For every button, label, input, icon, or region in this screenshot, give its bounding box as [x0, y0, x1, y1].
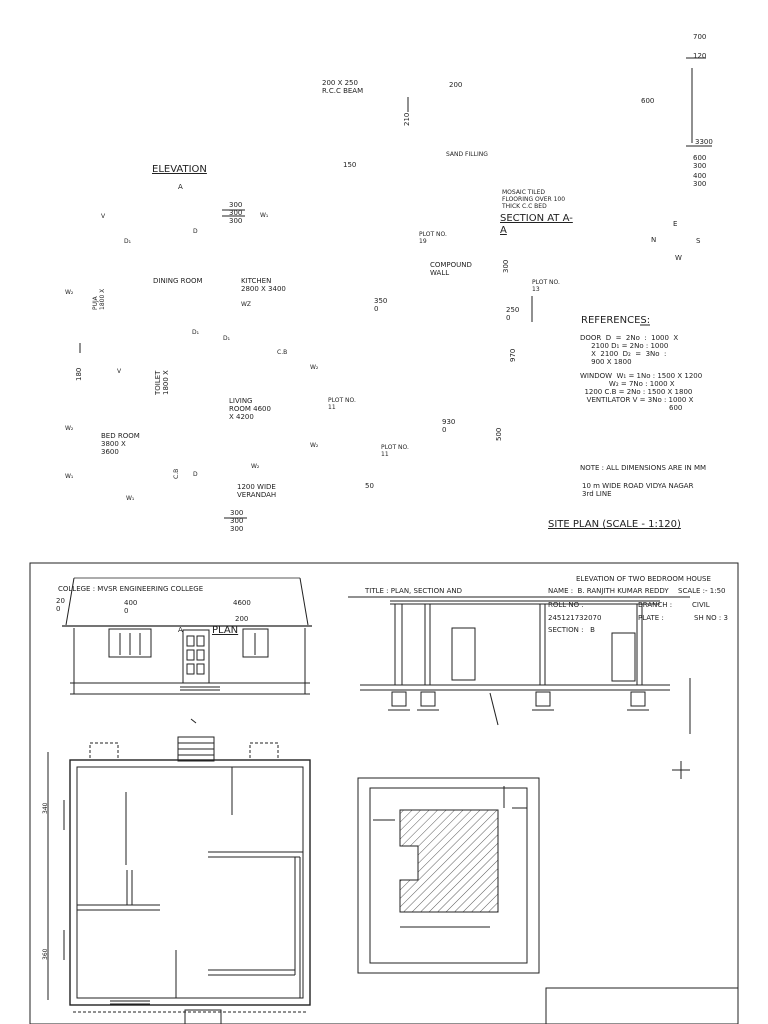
dim-400-300: 400 300 [693, 172, 707, 189]
compound-wall-label: COMPOUND WALL [430, 261, 472, 278]
door-d1-label-3: D₁ [223, 335, 231, 342]
window-w1-label: W₁ [260, 212, 269, 219]
dim-120: 120 [693, 52, 707, 60]
dim-300-vertical: 300 [502, 259, 510, 273]
dining-room-label: DINING ROOM [153, 277, 203, 285]
sheet-number: SH NO : 3 [694, 614, 728, 622]
compass-east: E [673, 220, 678, 228]
dim-200-sheet-b: 200 [235, 615, 249, 623]
cupboard-label: C.B [277, 349, 288, 356]
roll-no-label: ROLL NO : [548, 601, 584, 609]
dim-210: 210 [403, 112, 411, 126]
dim-600-300: 600 300 [693, 154, 707, 171]
door-d-label: D [193, 228, 198, 235]
elevation-heading: ELEVATION [152, 164, 207, 175]
beam-label: 200 X 250 R.C.C BEAM [322, 79, 364, 96]
college-label: COLLEGE : MVSR ENGINEERING COLLEGE [58, 585, 204, 593]
dim-300-stack-a: 300 300 300 [229, 201, 243, 226]
mosaic-flooring-label: MOSAIC TILED FLOORING OVER 100 THICK C.C… [502, 189, 566, 210]
plate-label: PLATE : [638, 614, 664, 622]
dim-200-top: 200 [449, 81, 463, 89]
dim-360: 360 [42, 948, 49, 960]
road-label: 10 m WIDE ROAD VIDYA NAGAR 3rd LINE [582, 482, 694, 499]
dim-180: 180 [75, 367, 83, 381]
door-d-label-2: D [193, 471, 198, 478]
dim-150: 150 [343, 161, 357, 169]
toilet-label: TOILET 1800 X [154, 370, 171, 395]
elevation-title: ELEVATION OF TWO BEDROOM HOUSE [576, 575, 711, 583]
title-label: TITLE : PLAN, SECTION AND [365, 587, 462, 595]
verandah-label: 1200 WIDE VERANDAH [237, 483, 277, 500]
dim-300-stack-b: 300 300 300 [230, 509, 244, 534]
dim-970: 970 [509, 348, 517, 362]
site-plan-title: SITE PLAN (SCALE - 1:120) [548, 519, 681, 530]
plot-19-label: PLOT NO. 19 [419, 231, 447, 245]
section-label: SECTION : B [548, 626, 595, 634]
branch-label: BRANCH : [638, 601, 673, 609]
compass-west: W [675, 254, 682, 262]
dim-700: 700 [693, 33, 707, 41]
window-w2-label-3: W₂ [65, 425, 74, 432]
window-w2-label: W₂ [65, 289, 74, 296]
scale-label: SCALE :- 1:50 [678, 587, 726, 595]
dim-600: 600 [641, 97, 655, 105]
window-w1-label-3: W₁ [126, 495, 135, 502]
dim-9300: 930 0 [442, 418, 456, 435]
puja-room-label: PUJA 1800 X [92, 288, 106, 310]
dim-3300: 3300 [695, 138, 713, 146]
ventilator-label: V [101, 213, 106, 220]
plan-heading: PLAN [212, 625, 239, 636]
window-w2-label-4: W₂ [310, 442, 319, 449]
student-name: NAME : B. RANJITH KUMAR REDDY [548, 587, 669, 595]
section-marker-a: A [178, 183, 183, 191]
window-w1-label-2: W₁ [65, 473, 74, 480]
dim-500: 500 [495, 427, 503, 441]
dim-4000: 400 0 [124, 599, 138, 616]
compass-north: N [651, 236, 657, 244]
dim-4600: 4600 [233, 599, 251, 607]
dim-50: 50 [365, 482, 374, 490]
sand-filling-label: SAND FILLING [446, 151, 488, 158]
bed-room-label: BED ROOM 3800 X 3600 [101, 432, 140, 457]
window-w2-label-2: W₂ [310, 364, 319, 371]
dim-340: 340 [42, 802, 49, 814]
ventilator-label-2: V [117, 368, 122, 375]
cupboard-label-2: C.B [173, 468, 180, 479]
window-reference: WINDOW W₁ = 1No : 1500 X 1200 W₂ = 7No :… [580, 372, 703, 413]
roll-no-value: 245121732070 [548, 614, 602, 622]
plot-11-label-a: PLOT NO. 11 [328, 397, 356, 411]
references-heading: REFERENCES: [581, 315, 651, 326]
door-d1-label-2: D₁ [192, 329, 200, 336]
door-d1-label: D₁ [124, 238, 132, 245]
door-reference: DOOR D = 2No : 1000 X 2100 D₁ = 2No : 10… [580, 334, 679, 367]
compass-south: S [696, 237, 701, 245]
wz-label: WZ [241, 301, 252, 308]
dim-3500: 350 0 [374, 297, 388, 314]
dim-2500: 250 0 [506, 306, 520, 323]
plan-section-marker: A [178, 626, 183, 634]
branch-value: CIVIL [692, 601, 710, 609]
living-room-label: LIVING ROOM 4600 X 4200 [229, 397, 271, 422]
plot-13-label: PLOT NO. 13 [532, 279, 560, 293]
plot-11-label-b: PLOT NO. 11 [381, 444, 409, 458]
dim-200-sheet: 20 0 [56, 597, 65, 614]
dimension-note: NOTE : ALL DIMENSIONS ARE IN MM [580, 464, 707, 472]
kitchen-label: KITCHEN 2800 X 3400 [241, 277, 286, 294]
window-w2-label-5: W₂ [251, 463, 260, 470]
section-aa-heading: SECTION AT A- A [500, 213, 573, 236]
